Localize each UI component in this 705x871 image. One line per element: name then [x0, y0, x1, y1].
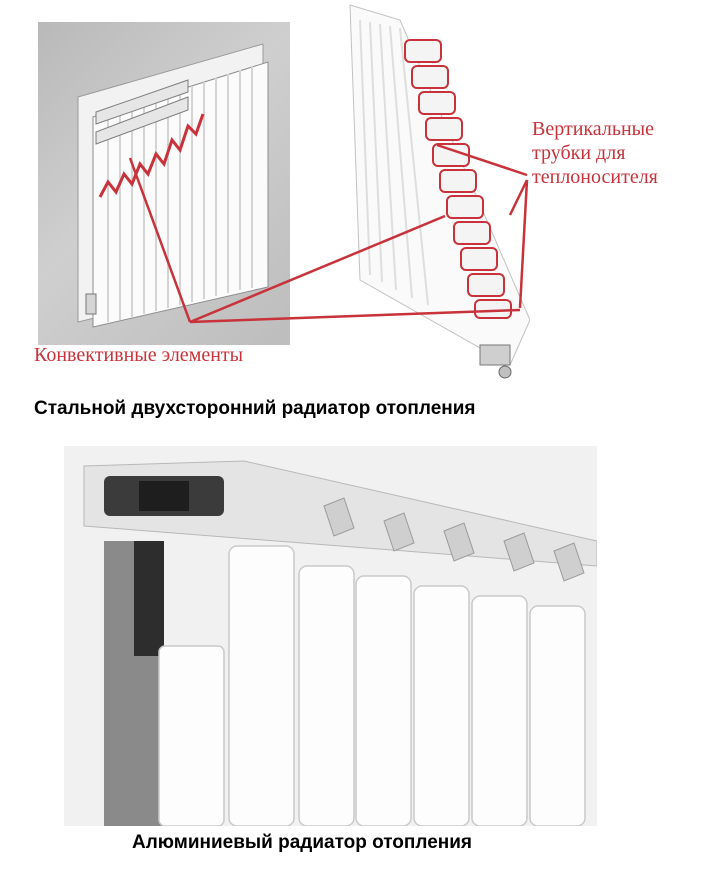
steel-radiator-caption: Стальной двухсторонний радиатор отоплени…: [34, 398, 476, 419]
aluminum-radiator-photo: [64, 446, 598, 827]
vertical-tubes-label: Вертикальные трубки для теплоносителя: [532, 117, 705, 189]
vertical-tubes-label-line-2: трубки для: [532, 142, 626, 164]
aluminum-radiator-caption: Алюминиевый радиатор отопления: [132, 832, 473, 853]
vertical-tubes-label-line-3: теплоносителя: [532, 166, 658, 188]
convective-elements-label: Конвективные элементы: [34, 344, 244, 366]
steel-radiator-cutaway-photo: [330, 0, 531, 385]
steel-radiator-photo: [38, 22, 290, 345]
vertical-tubes-label-line-1: Вертикальные: [532, 118, 654, 140]
